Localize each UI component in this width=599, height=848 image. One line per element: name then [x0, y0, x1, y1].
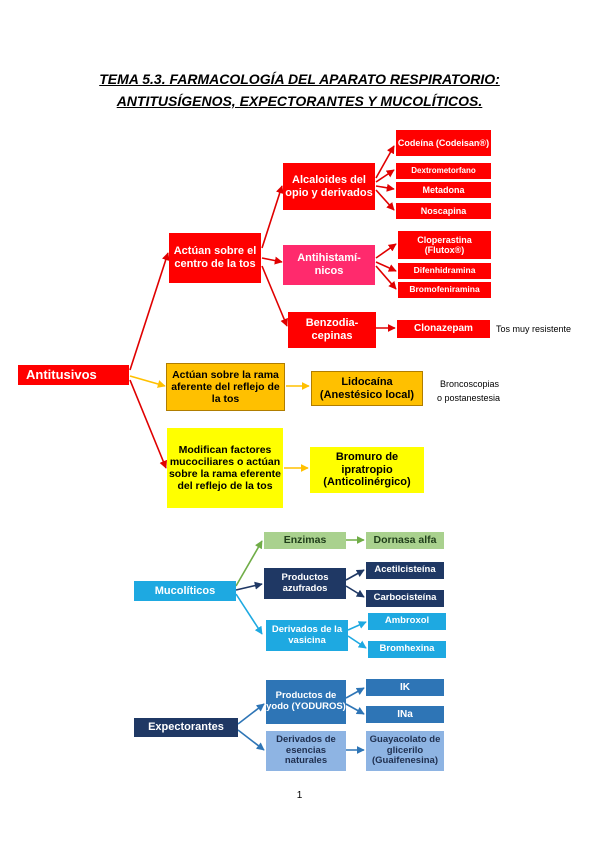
- antihistaminicos-node: Antihistamí- nicos: [283, 245, 375, 285]
- clonazepam-note: Tos muy resistente: [496, 324, 572, 334]
- antitusivos-node: Antitusivos: [18, 365, 129, 385]
- lidocaina-node: Lidocaína (Anestésico local): [311, 371, 423, 406]
- noscapina-node: Noscapina: [396, 203, 491, 219]
- page-title: TEMA 5.3. FARMACOLOGÍA DEL APARATO RESPI…: [99, 71, 500, 87]
- enzimas-node: Enzimas: [264, 532, 346, 549]
- lidocaina-note-1: Broncoscopias: [440, 379, 500, 389]
- page-number: 1: [296, 790, 303, 801]
- bromofeniramina-node: Bromofeniramina: [398, 282, 491, 298]
- dornasa-node: Dornasa alfa: [366, 532, 444, 549]
- expectorantes-node: Expectorantes: [134, 718, 238, 737]
- acetilcisteina-node: Acetilcisteína: [366, 562, 444, 579]
- bromhexina-node: Bromhexina: [368, 641, 446, 658]
- yoduros-node: Productos de yodo (YODUROS): [266, 680, 346, 724]
- rama-aferente-node: Actúan sobre la rama aferente del reflej…: [166, 363, 285, 411]
- cloperastina-node: Cloperastina (Flutox®): [398, 231, 491, 259]
- lidocaina-note-2: o postanestesia: [437, 393, 501, 403]
- guayacolato-node: Guayacolato de glicerilo (Guaifenesina): [366, 731, 444, 771]
- ina-node: INa: [366, 706, 444, 723]
- ambroxol-node: Ambroxol: [368, 613, 446, 630]
- ik-node: IK: [366, 679, 444, 696]
- ipratropio-node: Bromuro de ipratropio (Anticolinérgico): [310, 447, 424, 493]
- centro-tos-node: Actúan sobre el centro de la tos: [169, 233, 261, 283]
- mucoliticos-node: Mucolíticos: [134, 581, 236, 601]
- mucociliares-node: Modifican factores mucociliares o actúan…: [167, 428, 283, 508]
- alcaloides-node: Alcaloides del opio y derivados: [283, 163, 375, 210]
- difenhidramina-node: Difenhidramina: [398, 263, 491, 279]
- benzodiacepinas-node: Benzodia- cepinas: [288, 312, 376, 348]
- page-subtitle: ANTITUSÍGENOS, EXPECTORANTES Y MUCOLÍTIC…: [116, 93, 483, 109]
- codeina-node: Codeína (Codeisan®): [396, 130, 491, 156]
- metadona-node: Metadona: [396, 182, 491, 198]
- azufrados-node: Productos azufrados: [264, 568, 346, 599]
- esencias-node: Derivados de esencias naturales: [266, 731, 346, 771]
- clonazepam-node: Clonazepam: [397, 320, 490, 338]
- vasicina-node: Derivados de la vasicina: [266, 620, 348, 651]
- carbocisteina-node: Carbocisteína: [366, 590, 444, 607]
- dextrometorfano-node: Dextrometorfano: [396, 163, 491, 179]
